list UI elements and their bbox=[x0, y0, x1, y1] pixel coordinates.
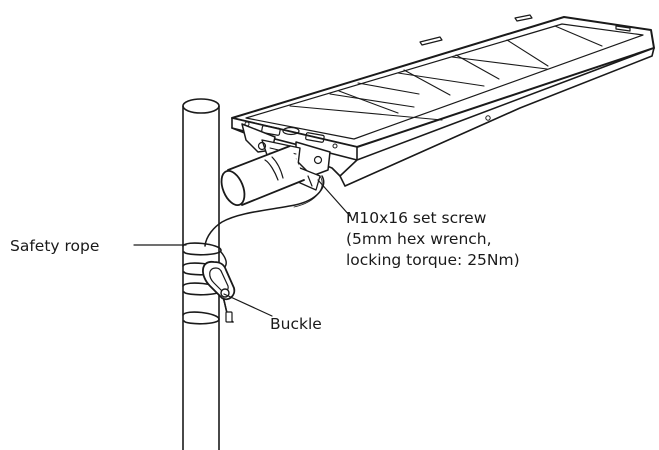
buckle-label: Buckle bbox=[270, 315, 322, 333]
set-screw-label-line-1: M10x16 set screw bbox=[346, 209, 487, 227]
safety-rope-label: Safety rope bbox=[10, 237, 100, 255]
leader-lines bbox=[133, 179, 351, 317]
light-housing bbox=[231, 14, 655, 187]
buckle bbox=[202, 261, 236, 323]
set-screw-label-line-2: (5mm hex wrench, bbox=[346, 230, 492, 248]
mounting-arm bbox=[220, 145, 305, 207]
leader-buckle bbox=[223, 293, 273, 317]
set-screw-label: M10x16 set screw (5mm hex wrench, lockin… bbox=[346, 208, 520, 271]
set-screw-label-line-3: locking torque: 25Nm) bbox=[346, 251, 520, 269]
leader-set-screw bbox=[317, 179, 351, 217]
